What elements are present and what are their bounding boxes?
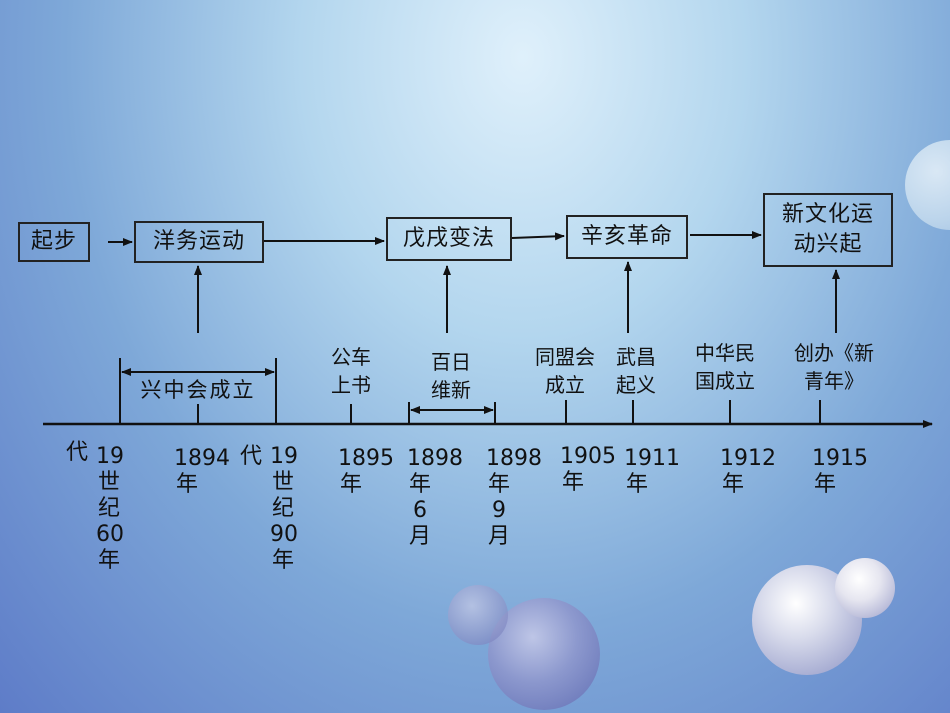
date-1894: 1894 年 [174,446,230,497]
decorative-sphere-back [448,585,508,645]
event-xinqingnian: 创办《新 青年》 [794,341,874,393]
event-wuchang: 武昌 起义 [616,345,656,397]
xinwenhua-box: 新文化运 动兴起 [763,193,893,267]
event-bairi: 百日 维新 [431,350,471,402]
event-tongmenghui: 同盟会 成立 [535,345,595,397]
date-1895: 1895 年 [338,446,394,497]
flow-arrow-3 [511,232,565,241]
date-1860s-suffix: 代 [65,440,88,465]
start-box: 起步 [18,222,90,262]
xinhai-box: 辛亥革命 [566,215,688,259]
event-gongche: 公车 上书 [331,345,371,397]
date-1898-9: 1898 年 9 月 [486,446,542,549]
date-1915: 1915 年 [812,446,868,497]
date-1890s-suffix: 代 [239,444,262,469]
date-1860s: 19 世 纪 60 年 [96,444,124,573]
event-minguo: 中华民 国成立 [695,341,755,393]
date-1890s: 19 世 纪 90 年 [270,444,298,573]
yangwu-box: 洋务运动 [134,221,264,263]
wuxu-box: 戊戌变法 [386,217,512,261]
decorative-sphere-small [835,558,895,618]
event-xingzhonghui: 兴中会成立 [140,378,256,402]
xinwenhua-line2: 动兴起 [793,232,863,257]
date-1898-6: 1898 年 6 月 [407,446,463,549]
xinwenhua-line1: 新文化运 [781,202,874,227]
date-1905: 1905 年 [560,444,616,495]
date-1912: 1912 年 [720,446,776,497]
date-1911: 1911 年 [624,446,680,497]
